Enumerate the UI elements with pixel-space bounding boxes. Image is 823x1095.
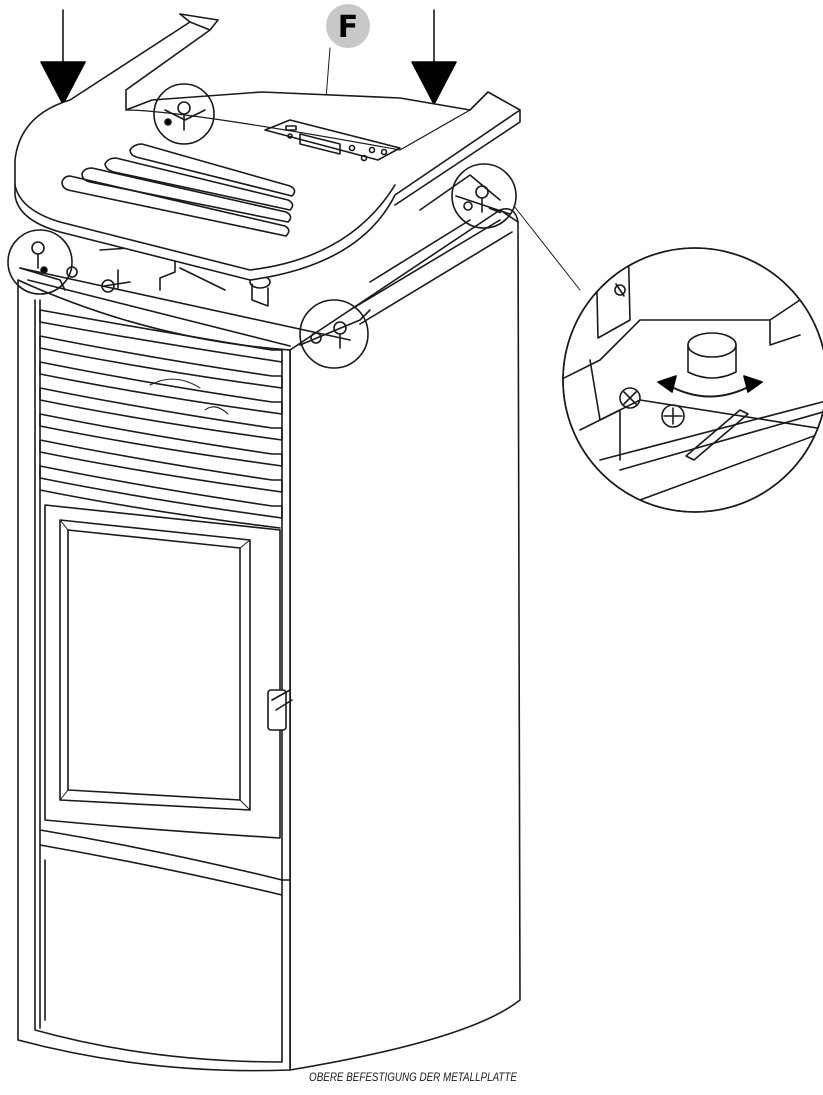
screw-head-right-icon (661, 404, 685, 428)
door-handle-icon (267, 689, 293, 731)
magnified-detail-view (562, 247, 823, 513)
down-arrow-right (411, 9, 457, 105)
stove-body (17, 208, 521, 1072)
top-cover-plate (14, 13, 521, 281)
figure-caption: OBERE BEFESTIGUNG DER METALLPLATTE (309, 1070, 518, 1084)
detail-circle-right-front (299, 299, 371, 369)
detail-circle-top-left (153, 83, 215, 145)
top-frame-rails (19, 174, 513, 347)
front-grille-louvers (39, 309, 283, 529)
control-panel (264, 119, 401, 162)
magnifier-leader-line (513, 205, 581, 291)
callout-f-label: F (338, 10, 359, 45)
detail-circle-right-rear (451, 163, 517, 229)
screw-head-left-icon (619, 387, 641, 409)
rotation-arrow-icon (667, 384, 753, 398)
top-plate-vent-slots (61, 143, 296, 237)
down-arrow-left (40, 9, 86, 105)
fire-door (44, 504, 281, 839)
mounting-bolt-left (101, 269, 131, 293)
detail-circle-left (7, 229, 78, 295)
ash-drawer-panel (39, 829, 291, 1021)
